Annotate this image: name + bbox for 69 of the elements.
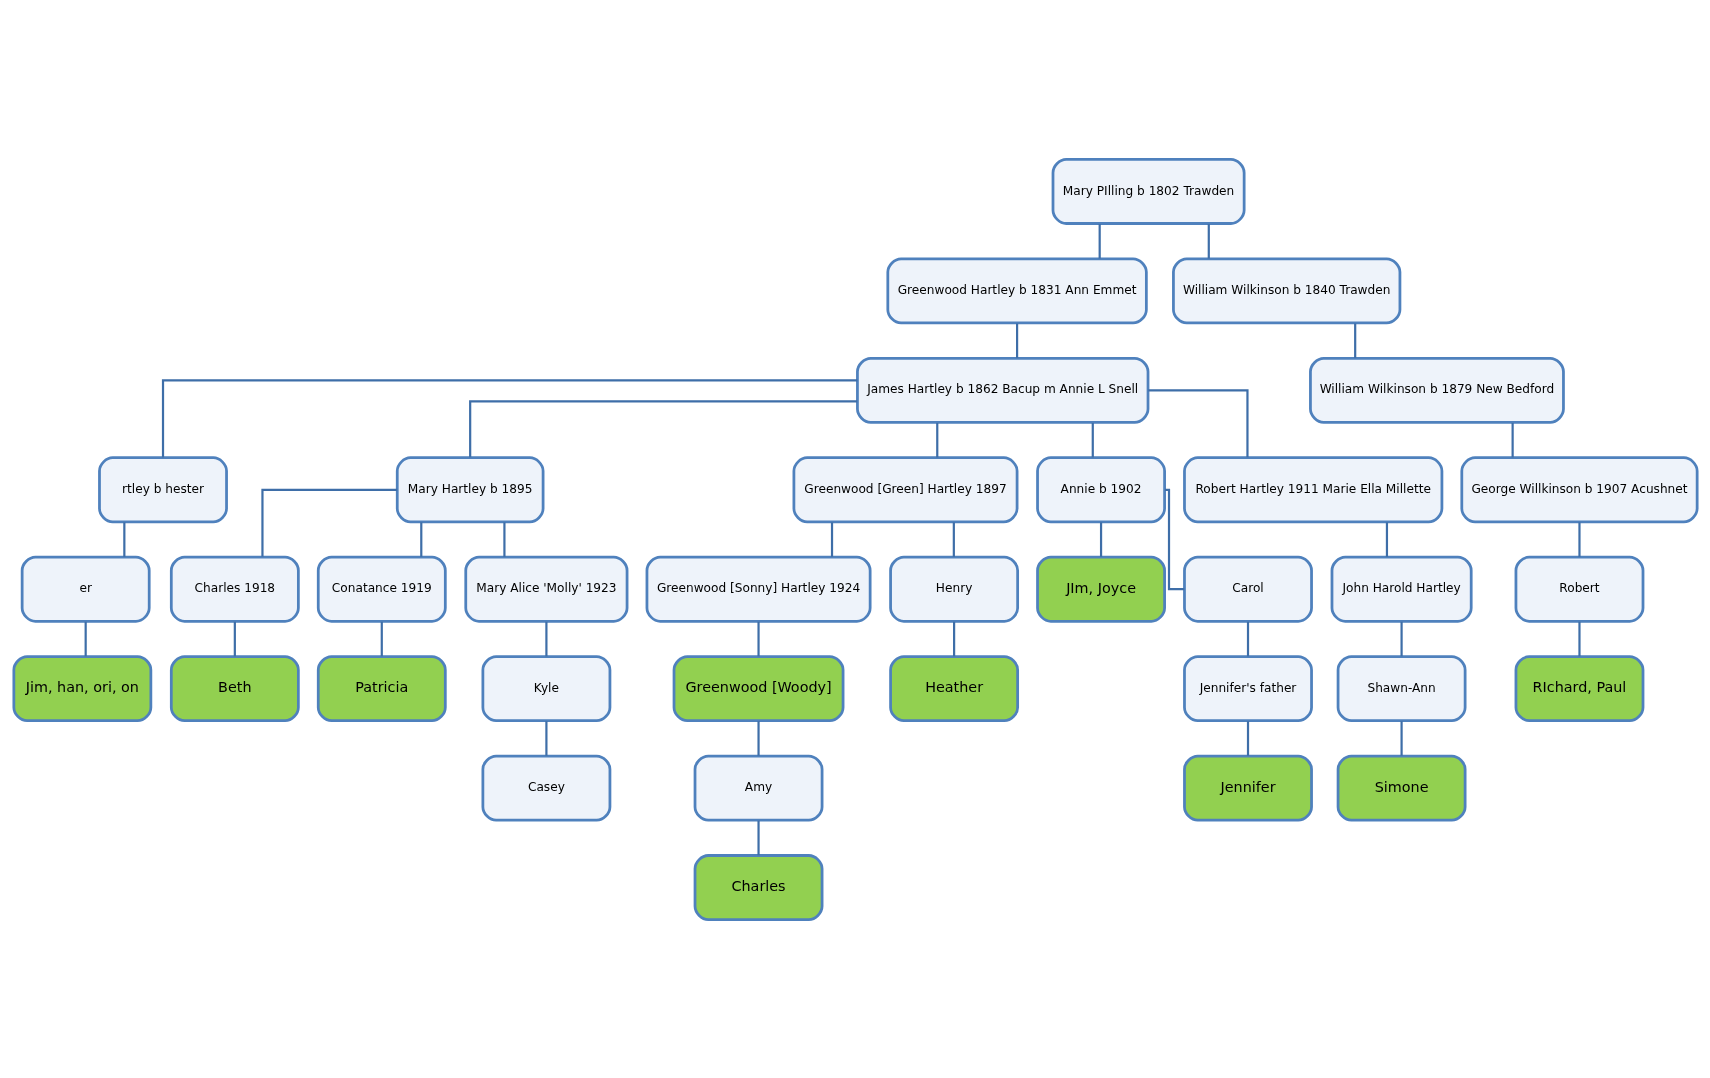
connector [260,488,397,557]
node-box: Mary PIlling b 1802 Trawden [1051,157,1246,225]
node-box: Jennifer [1182,754,1313,821]
connector [1099,521,1102,557]
connector [756,621,760,656]
node-box: Charles 1918 [169,555,300,623]
node-box: Casey [481,754,611,821]
node-box: Kyle [481,654,611,722]
node-box: RIchard, Paul [1514,654,1644,722]
connector [1015,322,1018,358]
node-box: Beth [169,654,300,722]
node-box: Mary Alice 'Molly' 1923 [463,555,628,623]
node-box: Patricia [316,654,447,722]
connector [419,521,422,557]
node-box: Greenwood Hartley b 1831 Ann Emmet [885,257,1148,324]
node-box: William Wilkinson b 1840 Trawden [1171,257,1401,324]
node-box: William Wilkinson b 1879 New Bedford [1308,356,1565,424]
node-box: Charles [693,853,823,921]
connector [952,621,955,656]
connector [756,820,760,855]
node-box: Robert Hartley 1911 Marie Ella Millette [1182,455,1443,523]
connector [161,378,857,458]
node-box: George Willkinson b 1907 Acushnet [1459,455,1699,523]
connector [1353,322,1356,358]
node-box: Jennifer's father [1182,654,1313,722]
connector [1207,223,1210,259]
node-box: Conatance 1919 [316,555,447,623]
node-box: John Harold Hartley [1330,555,1473,623]
connector [1098,223,1101,259]
connector [380,621,383,656]
node-box: Robert [1514,555,1644,623]
connector [84,621,87,656]
connector [1385,521,1388,557]
connector [502,521,506,557]
node-box: Simone [1336,754,1466,821]
connector [468,399,857,457]
node-box: Mary Hartley b 1895 [395,455,544,523]
connector [830,521,833,557]
connector [233,621,236,656]
node-box: rtley b hester [97,455,228,523]
connector [1164,488,1184,590]
node-box: Henry [888,555,1019,623]
connector [1577,621,1581,656]
connector [1091,422,1094,457]
node-box: Heather [888,654,1019,722]
node-box: Annie b 1902 [1035,455,1166,523]
connector [1400,621,1403,656]
connector [952,521,955,557]
node-box: JIm, Joyce [1035,555,1166,623]
connector [1246,720,1249,756]
node-box: Shawn-Ann [1336,654,1466,722]
connector [544,621,547,656]
connector [1246,621,1249,656]
node-box: er [20,555,151,623]
connector [756,720,760,756]
connector [544,720,547,756]
connector [1400,720,1403,756]
connector [1147,388,1249,457]
node-box: Amy [693,754,823,821]
connector [1577,521,1581,557]
node-box: James Hartley b 1862 Bacup m Annie L Snell [855,356,1149,424]
node-box: Greenwood [Green] Hartley 1897 [792,455,1018,523]
connector [1511,422,1514,457]
node-box: Greenwood [Woody] [672,654,844,722]
node-box: Greenwood [Sonny] Hartley 1924 [645,555,871,623]
node-box: Jim, han, ori, on [11,654,152,722]
connector [935,422,938,457]
node-box: Carol [1182,555,1313,623]
connector [122,521,125,557]
